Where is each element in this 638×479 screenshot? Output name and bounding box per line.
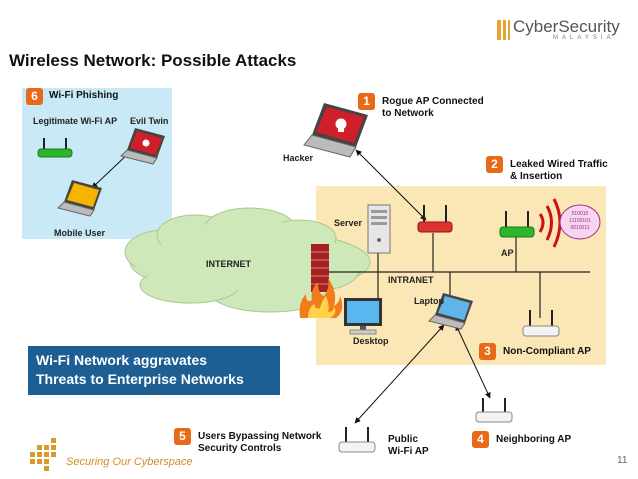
- intranet-label: INTRANET: [388, 275, 434, 285]
- server-label: Server: [334, 218, 363, 228]
- callout-box: Wi-Fi Network aggravates Threats to Ente…: [28, 346, 280, 395]
- attack-6-label: Wi-Fi Phishing: [49, 90, 119, 101]
- page-title: Wireless Network: Possible Attacks: [9, 51, 297, 70]
- legit-ap-icon: [37, 138, 73, 158]
- arrow-laptop-public-ap: [354, 324, 445, 424]
- leak-data-bubble: [559, 204, 601, 240]
- callout-line-2: Threats to Enterprise Networks: [36, 371, 244, 387]
- leaking-ap-icon: [499, 211, 535, 238]
- mobile-user-label: Mobile User: [54, 228, 106, 238]
- badge-5: 5: [174, 428, 191, 445]
- laptop-label: Laptop: [414, 296, 444, 306]
- arrow-laptop-neighbor-ap: [455, 324, 491, 399]
- brand-subtitle: MALAYSIA: [553, 35, 615, 41]
- page-number: 11: [617, 455, 628, 466]
- mobile-user-laptop-icon: [57, 180, 102, 217]
- callout-line-1: Wi-Fi Network aggravates: [36, 352, 208, 368]
- neighboring-ap-icon: [475, 398, 513, 423]
- badge-3: 3: [479, 343, 496, 360]
- footer-logo-icon: [30, 438, 56, 471]
- public-ap-icon: [338, 427, 376, 453]
- arrow-hacker-rogue-ap: [355, 149, 427, 221]
- badge-6: 6: [26, 88, 43, 105]
- desktop-label: Desktop: [353, 336, 389, 346]
- legit-ap-label: Legitimate Wi-Fi AP: [33, 116, 118, 126]
- attack-2-label: Leaked Wired Traffic& Insertion: [510, 159, 608, 182]
- badge-1: 1: [358, 93, 375, 110]
- server-icon: [367, 204, 391, 254]
- intranet-bus: [328, 233, 590, 318]
- hacker-label: Hacker: [283, 153, 314, 163]
- desktop-icon: [344, 298, 382, 335]
- rogue-ap-icon: [417, 205, 453, 233]
- badge-2: 2: [486, 156, 503, 173]
- hacker-laptop-icon: [303, 103, 368, 158]
- internet-label: INTERNET: [206, 259, 251, 269]
- evil-twin-laptop-icon: [120, 128, 165, 165]
- brand-name: CyberSecurity: [513, 17, 620, 36]
- attack-4-label: Neighboring AP: [496, 434, 572, 445]
- evil-twin-label: Evil Twin: [130, 116, 169, 126]
- intranet-laptop-icon: [428, 293, 473, 330]
- brand-logo-icon: [497, 20, 510, 40]
- firewall-icon: [299, 244, 343, 318]
- badge-4: 4: [472, 431, 489, 448]
- footer-tagline: Securing Our Cyberspace: [66, 456, 193, 468]
- attack-3-label: Non-Compliant AP: [503, 346, 591, 357]
- ap-label: AP: [501, 248, 514, 258]
- non-compliant-ap-icon: [522, 310, 560, 337]
